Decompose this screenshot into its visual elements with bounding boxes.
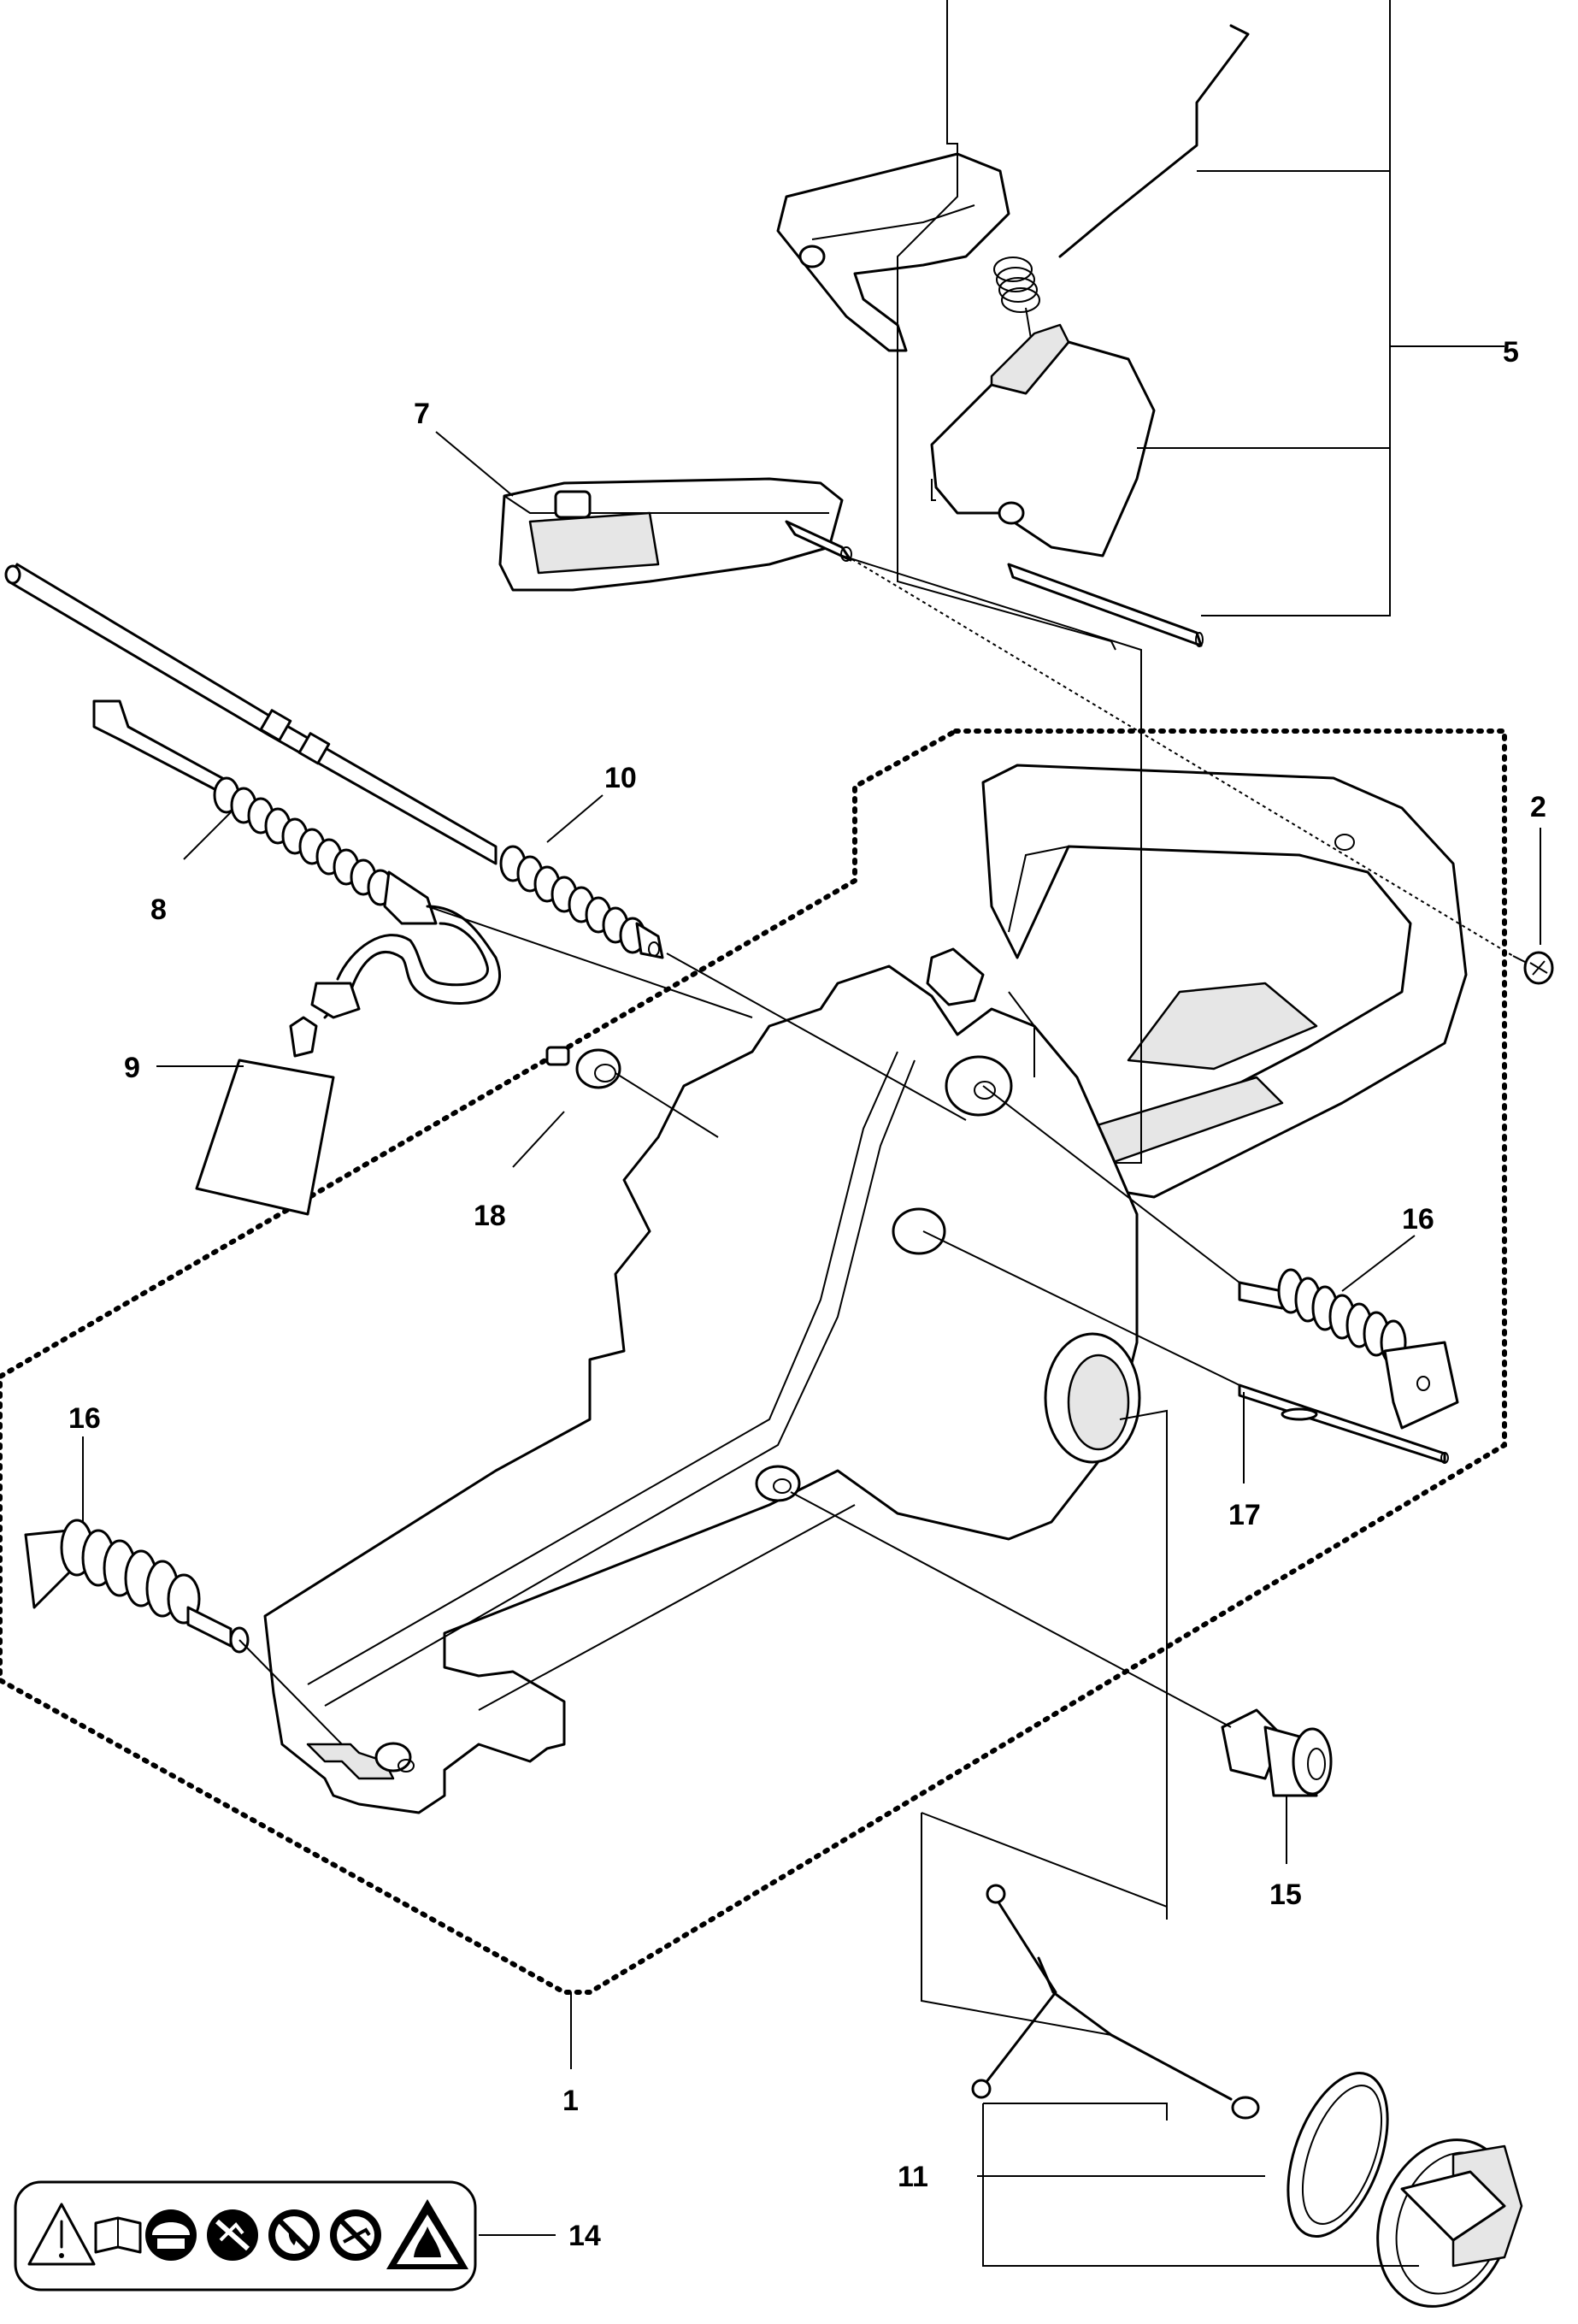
bushing-15 — [1221, 1708, 1333, 1797]
label-part-5: 5 — [1503, 336, 1519, 369]
vibration-spring-16-right — [1238, 1268, 1459, 1430]
long-rod — [4, 563, 498, 865]
vibration-spring-16-left — [24, 1519, 250, 1654]
label-part-18: 18 — [474, 1200, 506, 1232]
bushing-18 — [545, 1046, 621, 1089]
vibration-spring-10 — [499, 845, 664, 959]
label-part-15: 15 — [1269, 1879, 1302, 1911]
pin-17 — [1238, 1383, 1449, 1464]
label-part-8: 8 — [150, 894, 167, 926]
label-part-9: 9 — [124, 1052, 140, 1084]
fuel-cap-assembly — [971, 1884, 1523, 2308]
no-flame-icon — [268, 2209, 320, 2261]
leader-lines — [82, 0, 1541, 2267]
label-part-11: 11 — [898, 2161, 928, 2193]
throttle-lockout-assembly — [930, 24, 1250, 647]
screw-2 — [1512, 951, 1554, 985]
label-part-16-right: 16 — [1402, 1203, 1434, 1236]
assembly-outline — [0, 728, 1507, 1995]
label-part-17: 17 — [1228, 1499, 1261, 1531]
main-housing — [263, 764, 1468, 1814]
safety-decal — [14, 2180, 477, 2292]
kickback-icon — [330, 2209, 381, 2261]
label-part-7: 7 — [414, 398, 430, 430]
label-part-10: 10 — [604, 762, 637, 794]
throttle-lever — [498, 477, 852, 592]
warning-triangle-icon — [27, 2203, 96, 2266]
label-part-16-left: 16 — [68, 1402, 101, 1435]
no-spark-icon — [207, 2209, 258, 2261]
label-part-14: 14 — [568, 2220, 601, 2252]
vibration-spring-8 — [92, 699, 438, 925]
fire-warning-icon — [386, 2199, 468, 2269]
label-part-2: 2 — [1530, 791, 1546, 823]
part-labels: 5 7 2 10 8 9 18 16 17 16 15 1 11 14 — [68, 336, 1546, 2252]
helmet-icon — [145, 2209, 197, 2261]
manual-book-icon — [94, 2216, 142, 2254]
fuel-hose-filter — [195, 905, 502, 1216]
label-part-1: 1 — [562, 2085, 579, 2117]
throttle-trigger — [776, 152, 1010, 352]
